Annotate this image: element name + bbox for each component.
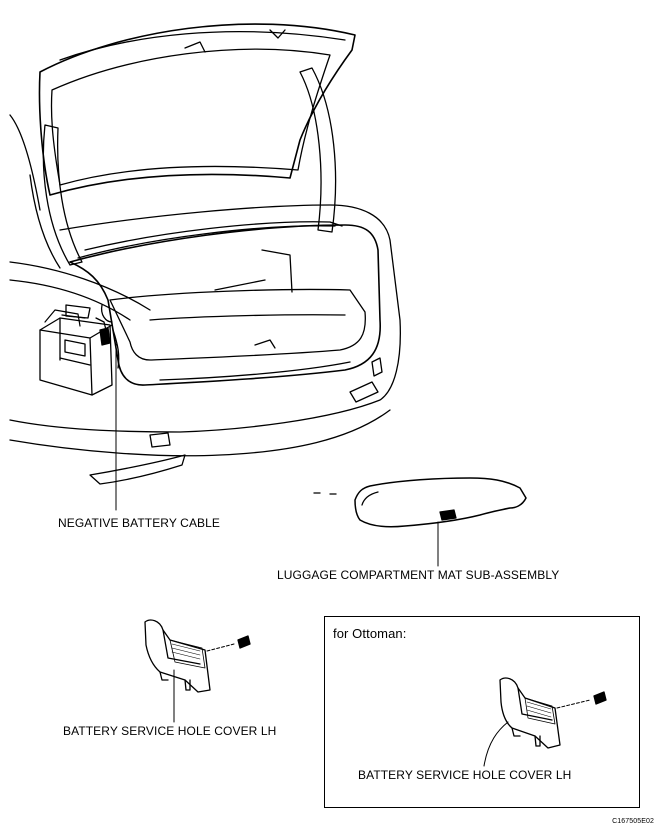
car-body [9,114,401,485]
figure-code: C167505E02 [612,818,654,825]
luggage-mat [313,477,527,528]
label-luggage-mat: LUGGAGE COMPARTMENT MAT SUB-ASSEMBLY [277,568,560,582]
trunk-interior [69,221,381,386]
battery [39,304,120,396]
label-battery-cover-lh: BATTERY SERVICE HOLE COVER LH [63,724,277,738]
label-battery-cover-lh-ottoman: BATTERY SERVICE HOLE COVER LH [358,768,572,782]
leader-battery-cover-lh-ottoman [483,721,509,767]
battery-cover-lh [144,619,251,693]
trunk-lid [29,23,356,269]
ottoman-variant-box: for Ottoman: [324,616,640,808]
ottoman-box-title: for Ottoman: [333,626,407,641]
label-negative-battery-cable: NEGATIVE BATTERY CABLE [58,516,221,530]
battery-cover-lh-ottoman [499,677,607,749]
